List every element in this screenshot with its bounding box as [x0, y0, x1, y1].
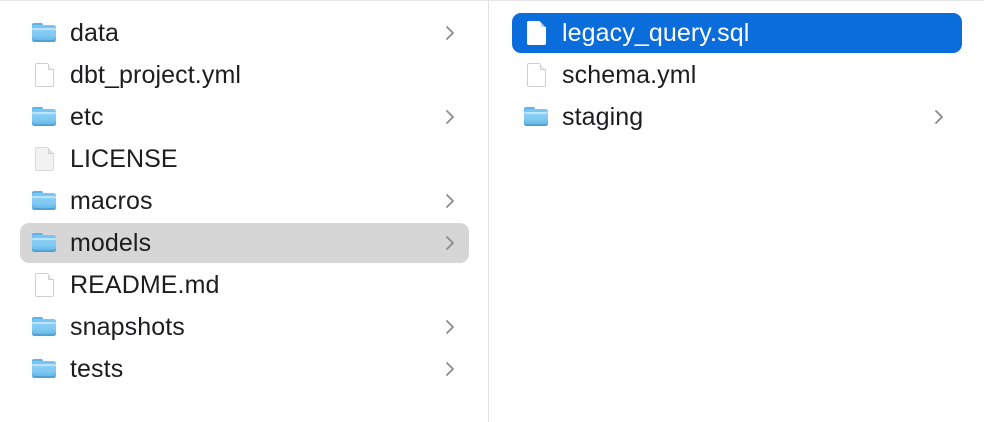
folder-row[interactable]: snapshots: [20, 307, 469, 347]
chevron-right-icon[interactable]: [934, 109, 944, 125]
item-label: models: [70, 228, 152, 257]
item-label: data: [70, 18, 120, 47]
folder-row[interactable]: tests: [20, 349, 469, 389]
document-icon: [523, 20, 550, 47]
file-row[interactable]: schema.yml: [512, 55, 962, 95]
file-row[interactable]: legacy_query.sql: [512, 13, 962, 53]
item-label: macros: [70, 186, 153, 215]
item-label: etc: [70, 102, 104, 131]
file-row[interactable]: LICENSE: [20, 139, 469, 179]
item-label: dbt_project.yml: [70, 60, 242, 89]
folder-icon: [31, 230, 58, 257]
folder-icon: [31, 20, 58, 47]
chevron-right-icon[interactable]: [445, 109, 455, 125]
folder-row[interactable]: macros: [20, 181, 469, 221]
folder-icon: [523, 104, 550, 131]
folder-row[interactable]: staging: [512, 97, 962, 137]
chevron-right-icon[interactable]: [445, 319, 455, 335]
file-row[interactable]: README.md: [20, 265, 469, 305]
folder-row[interactable]: etc: [20, 97, 469, 137]
document-icon: [31, 272, 58, 299]
file-row[interactable]: dbt_project.yml: [20, 55, 469, 95]
chevron-right-icon[interactable]: [445, 193, 455, 209]
folder-icon: [31, 356, 58, 383]
folder-icon: [31, 314, 58, 341]
document-plain-icon: [31, 146, 58, 173]
item-label: README.md: [70, 270, 220, 299]
chevron-right-icon[interactable]: [445, 25, 455, 41]
item-label: LICENSE: [70, 144, 178, 173]
item-label: legacy_query.sql: [562, 18, 750, 47]
document-icon: [523, 62, 550, 89]
folder-icon: [31, 188, 58, 215]
item-label: tests: [70, 354, 124, 383]
folder-row[interactable]: models: [20, 223, 469, 263]
chevron-right-icon[interactable]: [445, 235, 455, 251]
folder-icon: [31, 104, 58, 131]
item-label: schema.yml: [562, 60, 697, 89]
item-label: snapshots: [70, 312, 185, 341]
document-icon: [31, 62, 58, 89]
finder-column-two[interactable]: legacy_query.sql schema.yml staging: [489, 1, 984, 422]
folder-row[interactable]: data: [20, 13, 469, 53]
chevron-right-icon[interactable]: [445, 361, 455, 377]
item-label: staging: [562, 102, 644, 131]
